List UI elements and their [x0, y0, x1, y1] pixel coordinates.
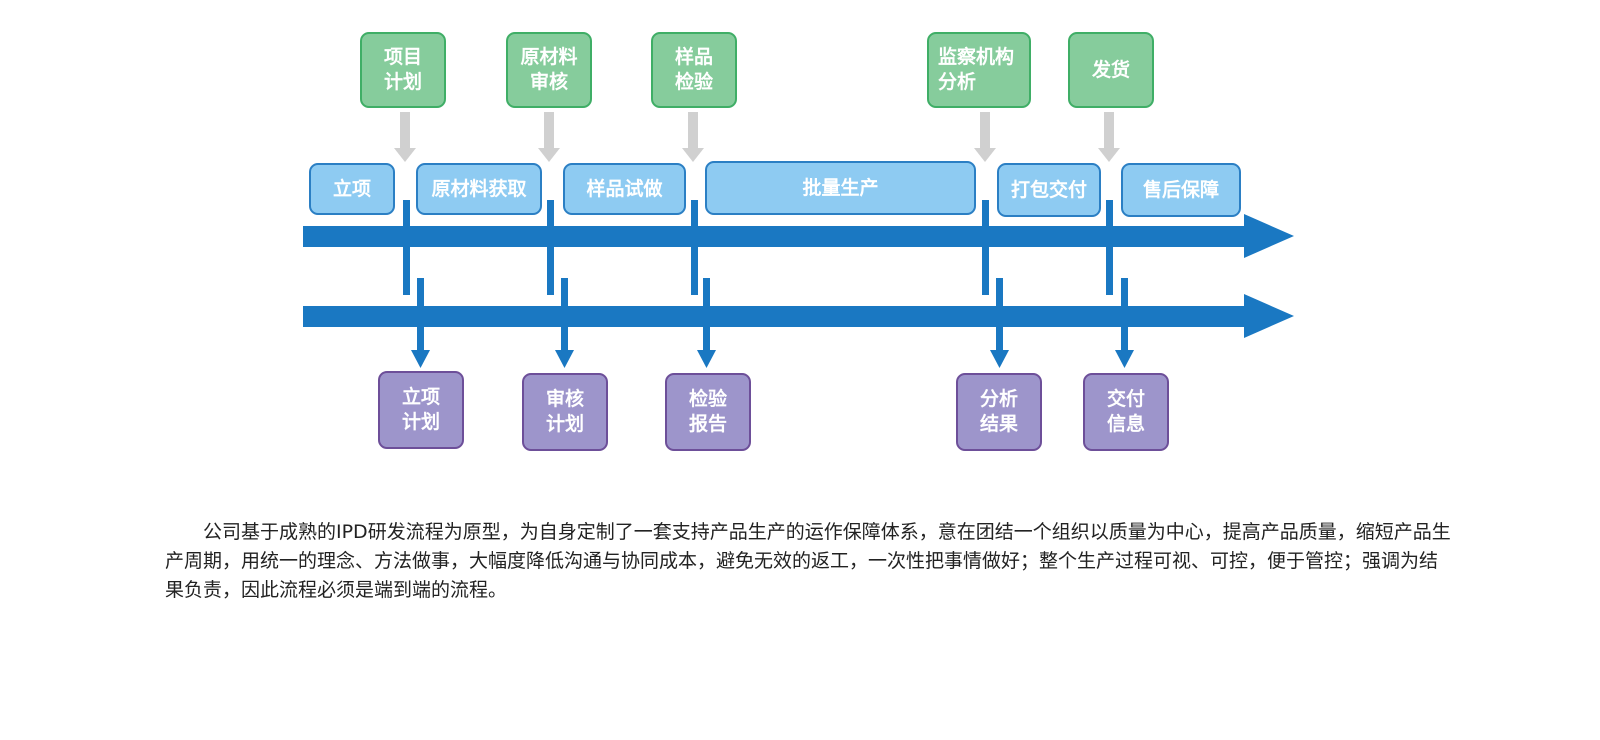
- stage-connectors: [403, 200, 1113, 295]
- input-box-label: 样品 检验: [674, 46, 713, 93]
- description-paragraph: 公司基于成熟的IPD研发流程为原型，为自身定制了一套支持产品生产的运作保障体系，…: [165, 521, 1451, 601]
- output-box-label: 检验 报告: [688, 388, 727, 435]
- output-arrows: [411, 278, 1134, 368]
- stage-box-sample-trial: 样品试做: [563, 163, 686, 215]
- output-box-analysis-result: 分析 结果: [956, 373, 1042, 451]
- stage-box-after-sales: 售后保障: [1121, 163, 1241, 217]
- input-arrow: [394, 112, 416, 162]
- input-box-shipping: 发货: [1068, 32, 1154, 108]
- process-flow-diagram: [303, 112, 1294, 368]
- output-box-label: 审核 计划: [545, 388, 584, 435]
- input-arrow: [538, 112, 560, 162]
- output-box-label: 立项 计划: [401, 386, 440, 433]
- output-box-review-plan: 审核 计划: [522, 373, 608, 451]
- stage-box-label: 立项: [332, 177, 371, 200]
- input-box-project-plan: 项目 计划: [360, 32, 446, 108]
- stage-box-label: 样品试做: [586, 177, 663, 200]
- input-arrow: [1098, 112, 1120, 162]
- output-box-label: 分析 结果: [979, 388, 1018, 435]
- output-arrow: [555, 278, 574, 368]
- main-arrow-top: [303, 214, 1294, 258]
- output-box-inspection-report: 检验 报告: [665, 373, 751, 451]
- input-box-label: 监察机构 分析: [938, 46, 1015, 93]
- stage-box-label: 批量生产: [802, 176, 879, 199]
- input-box-sample-inspection: 样品 检验: [651, 32, 737, 108]
- stage-box-packing-delivery: 打包交付: [997, 163, 1101, 217]
- main-arrow-bottom: [303, 294, 1294, 338]
- output-box-delivery-info: 交付 信息: [1083, 373, 1169, 451]
- input-box-label: 原材料 审核: [520, 46, 578, 93]
- input-box-label: 项目 计划: [383, 46, 422, 93]
- stage-box-label: 售后保障: [1142, 178, 1219, 201]
- input-arrow: [682, 112, 704, 162]
- input-box-label: 发货: [1091, 58, 1130, 81]
- input-box-agency-analysis: 监察机构 分析: [927, 32, 1031, 108]
- input-arrows: [394, 112, 1120, 162]
- input-box-material-review: 原材料 审核: [506, 32, 592, 108]
- output-arrow: [411, 278, 430, 368]
- stage-box-mass-production: 批量生产: [705, 161, 976, 215]
- output-arrow: [697, 278, 716, 368]
- input-arrow: [974, 112, 996, 162]
- output-box-label: 交付 信息: [1106, 388, 1145, 435]
- output-arrow: [990, 278, 1009, 368]
- stage-box-initiation: 立项: [309, 163, 395, 215]
- stage-box-material-acquisition: 原材料获取: [416, 163, 542, 215]
- output-box-project-plan: 立项 计划: [378, 371, 464, 449]
- stage-box-label: 打包交付: [1010, 178, 1087, 201]
- output-arrow: [1115, 278, 1134, 368]
- stage-box-label: 原材料获取: [431, 177, 527, 200]
